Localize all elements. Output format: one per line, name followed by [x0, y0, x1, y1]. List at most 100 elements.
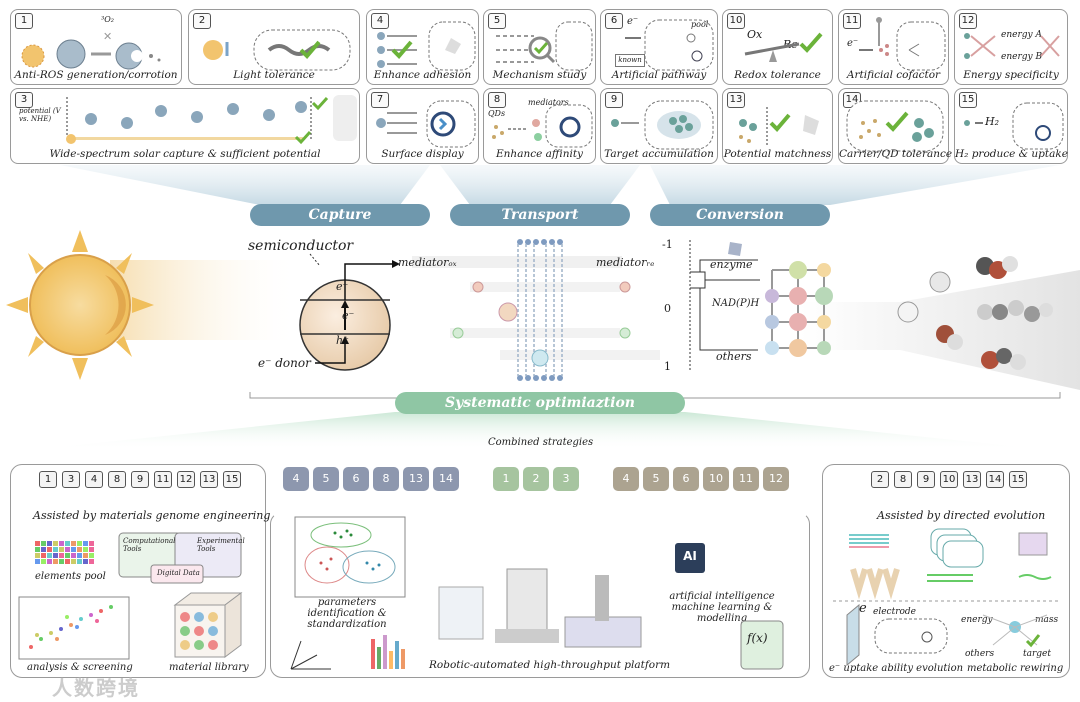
strategy-piece: 14	[432, 466, 460, 492]
panel-15: 15 H₂ H₂ e⁻ H₂ produce & uptake	[954, 88, 1068, 164]
strategy-piece: 3	[552, 466, 580, 492]
strategy-piece: 4	[612, 466, 640, 492]
e-donor-label: e⁻ donor	[258, 356, 311, 370]
panel-2: 2 Light tolerance	[188, 9, 360, 85]
experimental-tools-label: Experimental Tools	[197, 537, 241, 553]
strategy-chip: 9	[131, 471, 149, 488]
systematic-banner: Systematic optimiaztion	[395, 392, 685, 414]
strategy-piece: 10	[702, 466, 730, 492]
panel-4: 4 Enhance adhesion	[366, 9, 479, 85]
panel-9-illustration	[601, 93, 717, 153]
panel-12-illustration	[955, 14, 1067, 74]
scale-top-label: -1	[662, 238, 673, 251]
panel-7: 7 Surface display	[366, 88, 479, 164]
enzyme-label: enzyme	[710, 258, 753, 271]
digital-data-label: Digital Data	[157, 569, 200, 577]
panel-caption: Energy specificity	[955, 69, 1067, 81]
e-minus-label: e⁻	[336, 280, 348, 293]
panel-caption: Enhance adhesion	[367, 69, 478, 81]
panel-caption: Light tolerance	[189, 69, 359, 81]
platform-box: parameters identification & standardizat…	[270, 512, 810, 678]
middle-diagram	[0, 230, 1080, 400]
panel-1: 1 ✕ ³O₂ Anti-ROS generation/corrotion	[10, 9, 182, 85]
panel-caption: Mechanism study	[484, 69, 595, 81]
panel-15-illustration	[955, 93, 1067, 153]
panel-caption: H₂ produce & uptake	[955, 148, 1067, 160]
strategy-chip: 13	[200, 471, 218, 488]
panel-5-illustration	[484, 14, 595, 74]
strategy-piece: 6	[342, 466, 370, 492]
panel-13: 13 Potential matchness	[722, 88, 833, 164]
materials-genome-title: Assisted by materials genome engineering	[33, 509, 270, 522]
scale-mid-label: 0	[664, 302, 671, 315]
h-plus-label: h⁺	[336, 334, 349, 347]
panel-3-illustration	[11, 89, 359, 149]
strategy-chip: 3	[62, 471, 80, 488]
panel-caption: Artificial pathway	[601, 69, 717, 81]
transport-banner: Transport	[450, 204, 630, 226]
others-label: others	[716, 350, 752, 363]
panel-caption: Redox tolerance	[723, 69, 832, 81]
panel-13-illustration	[723, 93, 832, 153]
panel-11-illustration	[839, 14, 948, 74]
strategy-chip: 12	[177, 471, 195, 488]
panel-caption: Target accumulation	[601, 148, 717, 160]
panel-7-illustration	[367, 93, 478, 153]
strategy-chip: 11	[154, 471, 172, 488]
strategy-chip: 8	[108, 471, 126, 488]
panel-8-illustration	[484, 93, 595, 153]
panel-14-illustration	[839, 93, 948, 153]
e-center-label: e⁻	[342, 309, 354, 322]
fx-label: f(x)	[747, 631, 768, 645]
strategy-chip: 1	[39, 471, 57, 488]
sun-icon	[22, 45, 44, 67]
periodic-grid	[35, 541, 94, 564]
strategy-piece: 13	[402, 466, 430, 492]
panel-caption: Artificial cofactor	[839, 69, 948, 81]
panel-2-illustration	[189, 16, 359, 76]
cube-icon	[175, 593, 241, 657]
panel-9: 9 Target accumulation	[600, 88, 718, 164]
panel-1-illustration: ✕	[11, 16, 181, 76]
strategy-piece: 8	[372, 466, 400, 492]
strategy-chip: 15	[223, 471, 241, 488]
semiconductor-label: semiconductor	[248, 238, 353, 254]
panel-3: 3 potential (V vs. NHE) Wide-spectrum so…	[10, 88, 360, 164]
nadph-label: NAD(P)H	[712, 298, 759, 309]
panel-caption: Wide-spectrum solar capture & sufficient…	[11, 148, 359, 160]
panel-caption: Surface display	[367, 148, 478, 160]
panel-6-illustration	[601, 14, 717, 74]
panel-6: 6 e⁻ pool known Artificial pathway	[600, 9, 718, 85]
panel-10-illustration	[723, 14, 832, 74]
panel-11: 11 e⁻ Artificial cofactor	[838, 9, 949, 85]
combined-title: Combined strategies	[488, 437, 593, 448]
panel-8: 8 mediators QDs Enhance affinity	[483, 88, 596, 164]
panel-14: 14 Carrier/QD tolerance	[838, 88, 949, 164]
strategy-piece: 6	[672, 466, 700, 492]
o2-label: ³O₂	[101, 15, 114, 24]
ai-chip-label: AI	[675, 549, 705, 563]
svg-text:✕: ✕	[103, 30, 112, 43]
computational-tools-label: Computational Tools	[123, 537, 179, 553]
strategy-piece: 2	[522, 466, 550, 492]
mediator-re-label: mediatorᵣₑ	[596, 256, 654, 269]
panel-caption: Carrier/QD tolerance	[839, 148, 948, 160]
panel-10: 10 Ox Re Redox tolerance	[722, 9, 833, 85]
library-label: material library	[169, 662, 249, 673]
conversion-banner: Conversion	[650, 204, 830, 226]
evolution-illustration	[823, 465, 1069, 677]
strategy-piece: 11	[732, 466, 760, 492]
panel-5: 5 Mechanism study	[483, 9, 596, 85]
watermark: 人数跨境	[52, 672, 140, 701]
panel-caption: Enhance affinity	[484, 148, 595, 160]
strategy-piece: 12	[762, 466, 790, 492]
strategy-piece: 5	[642, 466, 670, 492]
panel-4-illustration	[367, 14, 478, 74]
strategy-piece: 4	[282, 466, 310, 492]
strategy-piece: 1	[492, 466, 520, 492]
